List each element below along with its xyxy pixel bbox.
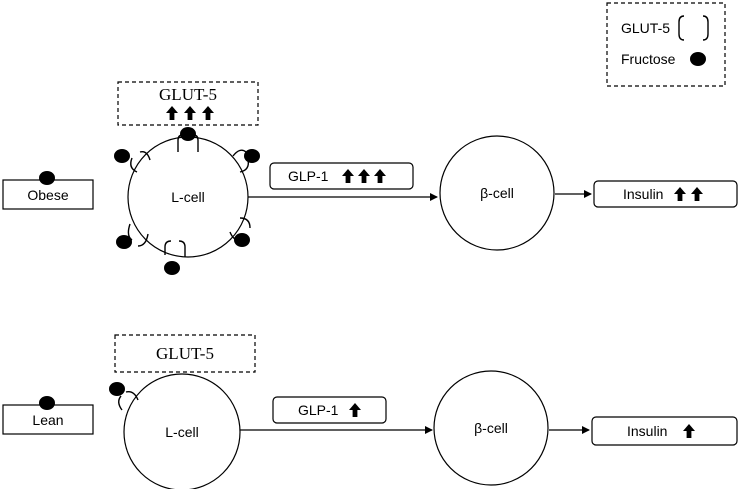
glut5-transporter <box>118 390 139 411</box>
lean-glp1-box <box>272 396 387 424</box>
lean-insulin-label: Insulin <box>627 423 667 439</box>
lean-l-cell <box>123 373 241 489</box>
legend-fructose-label: Fructose <box>621 51 676 67</box>
lean-glut5-label: GLUT-5 <box>156 344 214 363</box>
obese-glp1-label: GLP-1 <box>288 168 329 184</box>
legend-glut5-label: GLUT-5 <box>621 20 670 36</box>
lean-beta-cell <box>433 370 549 486</box>
obese-glut5-label: GLUT-5 <box>159 85 217 104</box>
lean-l-cell-label: L-cell <box>165 424 198 440</box>
obese-label: Obese <box>27 187 68 203</box>
obese-insulin-label: Insulin <box>623 186 663 202</box>
lean-glut5-box <box>114 334 256 373</box>
obese-beta-cell <box>439 135 555 251</box>
lean-insulin-box <box>591 416 738 446</box>
fructose-dot <box>114 127 260 275</box>
lean-label: Lean <box>32 412 63 428</box>
lean-glp1-label: GLP-1 <box>298 402 339 418</box>
fructose-dot <box>109 382 125 396</box>
up-arrow-icon <box>166 106 178 120</box>
obese-glut5-box <box>117 81 259 126</box>
legend-glut5-symbol <box>678 15 685 41</box>
lean-beta-cell-label: β-cell <box>474 420 508 436</box>
lean-row: Lean GLUT-5 L-cell GLP-1 β-cell Insulin <box>2 334 738 489</box>
legend-box: GLUT-5 Fructose <box>606 2 726 87</box>
legend-fructose-dot <box>690 52 706 66</box>
obese-l-cell-label: L-cell <box>171 189 204 205</box>
obese-row: Obese GLUT-5 L-cell <box>2 81 738 275</box>
up-arrow-icon <box>184 106 196 120</box>
obese-beta-cell-label: β-cell <box>480 185 514 201</box>
obese-insulin-box <box>593 180 738 208</box>
up-arrow-icon <box>202 106 214 120</box>
obese-glp1-box <box>269 162 414 190</box>
fructose-dot <box>39 171 55 185</box>
fructose-dot <box>39 396 55 410</box>
